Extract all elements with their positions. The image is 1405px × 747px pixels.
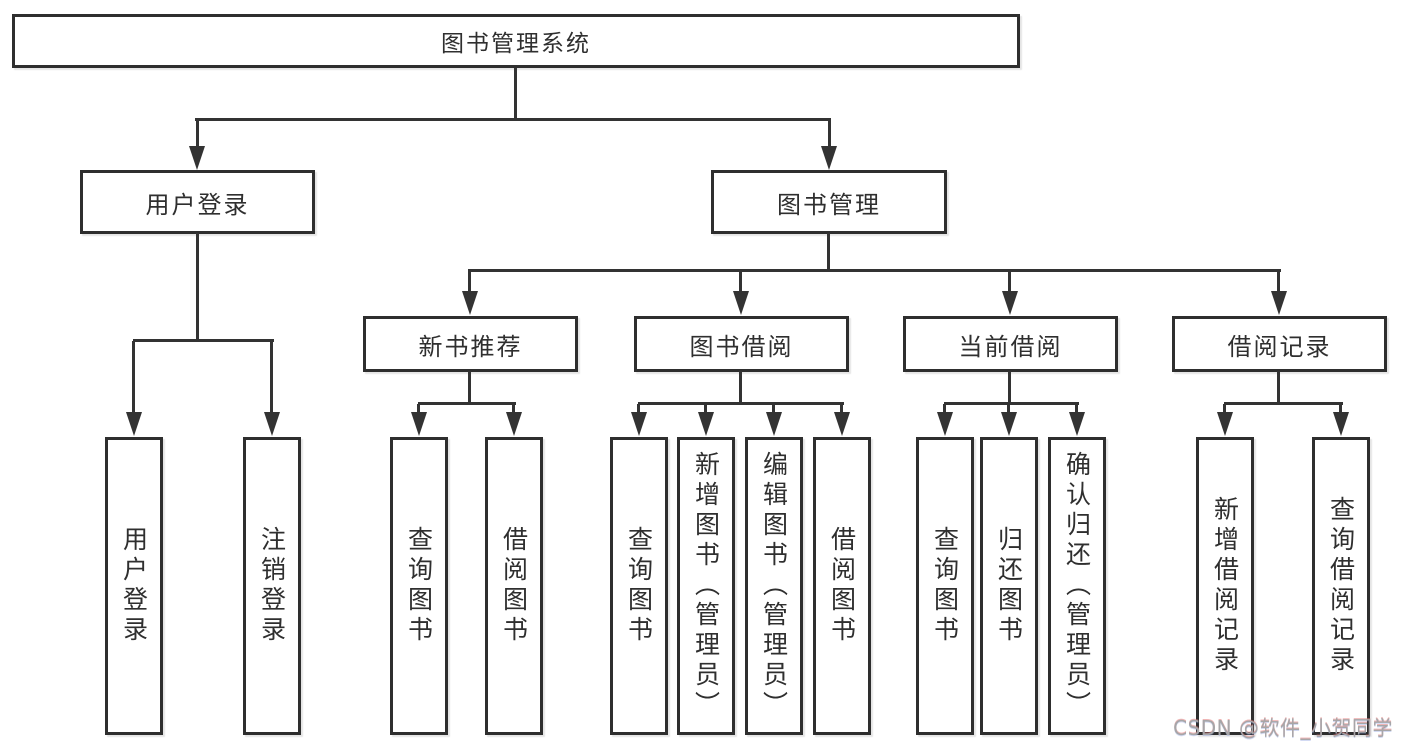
node-new-books-label: 新书推荐 xyxy=(418,332,523,361)
connector-arrowline-br-query xyxy=(1339,404,1342,414)
arrow-down-current-borrow-icon xyxy=(1002,291,1018,315)
connector-arrowline-nb-query xyxy=(417,404,420,414)
node-new-books: 新书推荐 xyxy=(363,316,578,372)
leaf-borrow-borrow: 借阅图书 xyxy=(813,437,871,735)
node-root: 图书管理系统 xyxy=(12,14,1020,68)
leaf-current-confirm-admin-label: 确认归还（管理员） xyxy=(1062,451,1092,721)
connector-arrowline-new-books xyxy=(468,271,471,293)
node-borrow-records-label: 借阅记录 xyxy=(1227,332,1332,361)
connector-arrowline-cb-query xyxy=(943,404,946,414)
connector-arrowline-bb-add xyxy=(704,404,707,414)
leaf-newbooks-borrow: 借阅图书 xyxy=(485,437,543,735)
arrow-down-bb-edit-icon xyxy=(766,412,782,436)
leaf-current-return-label: 归还图书 xyxy=(994,526,1024,646)
connector-arrowline-bb-query xyxy=(637,404,640,414)
leaf-records-query-label: 查询借阅记录 xyxy=(1326,496,1356,676)
leaf-borrow-edit-admin: 编辑图书（管理员） xyxy=(745,437,803,735)
leaf-borrow-borrow-label: 借阅图书 xyxy=(827,526,857,646)
leaf-logout: 注销登录 xyxy=(243,437,301,735)
connector-arrowline-cb-return xyxy=(1007,404,1010,414)
connector-arrowline-cb-confirm xyxy=(1075,404,1078,414)
connector-arrowline-leaf-logout xyxy=(270,341,273,413)
leaf-borrow-add-admin-label: 新增图书（管理员） xyxy=(691,451,721,721)
arrow-down-leaf-logout-icon xyxy=(264,412,280,436)
connector-arrowline-user-login xyxy=(196,120,199,147)
leaf-records-query: 查询借阅记录 xyxy=(1312,437,1370,735)
arrow-down-book-mgmt-icon xyxy=(821,146,837,170)
arrow-down-cb-return-icon xyxy=(1001,412,1017,436)
connector-currentborrow-hbar xyxy=(944,402,1079,405)
arrow-down-nb-query-icon xyxy=(411,412,427,436)
connector-userlogin-stub xyxy=(196,233,199,342)
connector-arrowline-br-add xyxy=(1223,404,1226,414)
leaf-borrow-edit-admin-label: 编辑图书（管理员） xyxy=(759,451,789,721)
connector-arrowline-leaf-login xyxy=(132,341,135,413)
node-user-login: 用户登录 xyxy=(80,170,315,234)
arrow-down-nb-borrow-icon xyxy=(506,412,522,436)
node-book-borrow: 图书借阅 xyxy=(634,316,849,372)
arrow-down-br-add-icon xyxy=(1217,412,1233,436)
connector-newbooks-hbar xyxy=(418,402,516,405)
connector-root-stub xyxy=(514,68,517,121)
connector-root-hbar xyxy=(195,118,831,121)
node-user-login-label: 用户登录 xyxy=(145,190,250,219)
leaf-login-label: 用户登录 xyxy=(119,526,149,646)
node-borrow-records: 借阅记录 xyxy=(1172,316,1387,372)
connector-arrowline-borrow-records xyxy=(1277,271,1280,293)
leaf-logout-label: 注销登录 xyxy=(257,526,287,646)
arrow-down-new-books-icon xyxy=(462,291,478,315)
connector-arrowline-current-borrow xyxy=(1008,271,1011,293)
connector-userlogin-hbar xyxy=(133,339,274,342)
leaf-borrow-query: 查询图书 xyxy=(610,437,668,735)
connector-bookborrow-hbar xyxy=(638,402,844,405)
node-book-mgmt-label: 图书管理 xyxy=(777,190,881,219)
node-current-borrow-label: 当前借阅 xyxy=(958,332,1063,361)
leaf-borrow-add-admin: 新增图书（管理员） xyxy=(677,437,735,735)
connector-arrowline-bb-edit xyxy=(772,404,775,414)
leaf-newbooks-query-label: 查询图书 xyxy=(404,526,434,646)
leaf-current-confirm-admin: 确认归还（管理员） xyxy=(1048,437,1106,735)
leaf-records-add: 新增借阅记录 xyxy=(1196,437,1254,735)
arrow-down-leaf-login-icon xyxy=(126,412,142,436)
connector-borrowrecords-stub xyxy=(1277,371,1280,405)
connector-arrowline-book-mgmt xyxy=(828,120,831,147)
connector-newbooks-stub xyxy=(468,371,471,405)
leaf-newbooks-query: 查询图书 xyxy=(390,437,448,735)
watermark: CSDN @软件_小贺同学 xyxy=(1173,716,1393,740)
node-root-label: 图书管理系统 xyxy=(441,31,591,57)
connector-arrowline-bb-borrow xyxy=(840,404,843,414)
leaf-current-query: 查询图书 xyxy=(916,437,974,735)
connector-currentborrow-stub xyxy=(1008,371,1011,405)
leaf-login: 用户登录 xyxy=(105,437,163,735)
leaf-current-query-label: 查询图书 xyxy=(930,526,960,646)
arrow-down-bb-borrow-icon xyxy=(834,412,850,436)
arrow-down-br-query-icon xyxy=(1333,412,1349,436)
connector-borrowrecords-hbar xyxy=(1224,402,1343,405)
leaf-current-return: 归还图书 xyxy=(980,437,1038,735)
leaf-records-add-label: 新增借阅记录 xyxy=(1210,496,1240,676)
connector-arrowline-nb-borrow xyxy=(512,404,515,414)
connector-level3-hbar xyxy=(468,269,1281,272)
connector-arrowline-book-borrow xyxy=(739,271,742,293)
connector-bookmgmt-stub xyxy=(827,233,830,272)
arrow-down-borrow-records-icon xyxy=(1271,291,1287,315)
arrow-down-user-login-icon xyxy=(189,146,205,170)
node-current-borrow: 当前借阅 xyxy=(903,316,1118,372)
arrow-down-bb-query-icon xyxy=(631,412,647,436)
arrow-down-cb-query-icon xyxy=(937,412,953,436)
leaf-newbooks-borrow-label: 借阅图书 xyxy=(499,526,529,646)
arrow-down-book-borrow-icon xyxy=(733,291,749,315)
arrow-down-bb-add-icon xyxy=(698,412,714,436)
node-book-mgmt: 图书管理 xyxy=(711,170,947,234)
node-book-borrow-label: 图书借阅 xyxy=(689,332,794,361)
leaf-borrow-query-label: 查询图书 xyxy=(624,526,654,646)
arrow-down-cb-confirm-icon xyxy=(1069,412,1085,436)
connector-bookborrow-stub xyxy=(739,371,742,405)
